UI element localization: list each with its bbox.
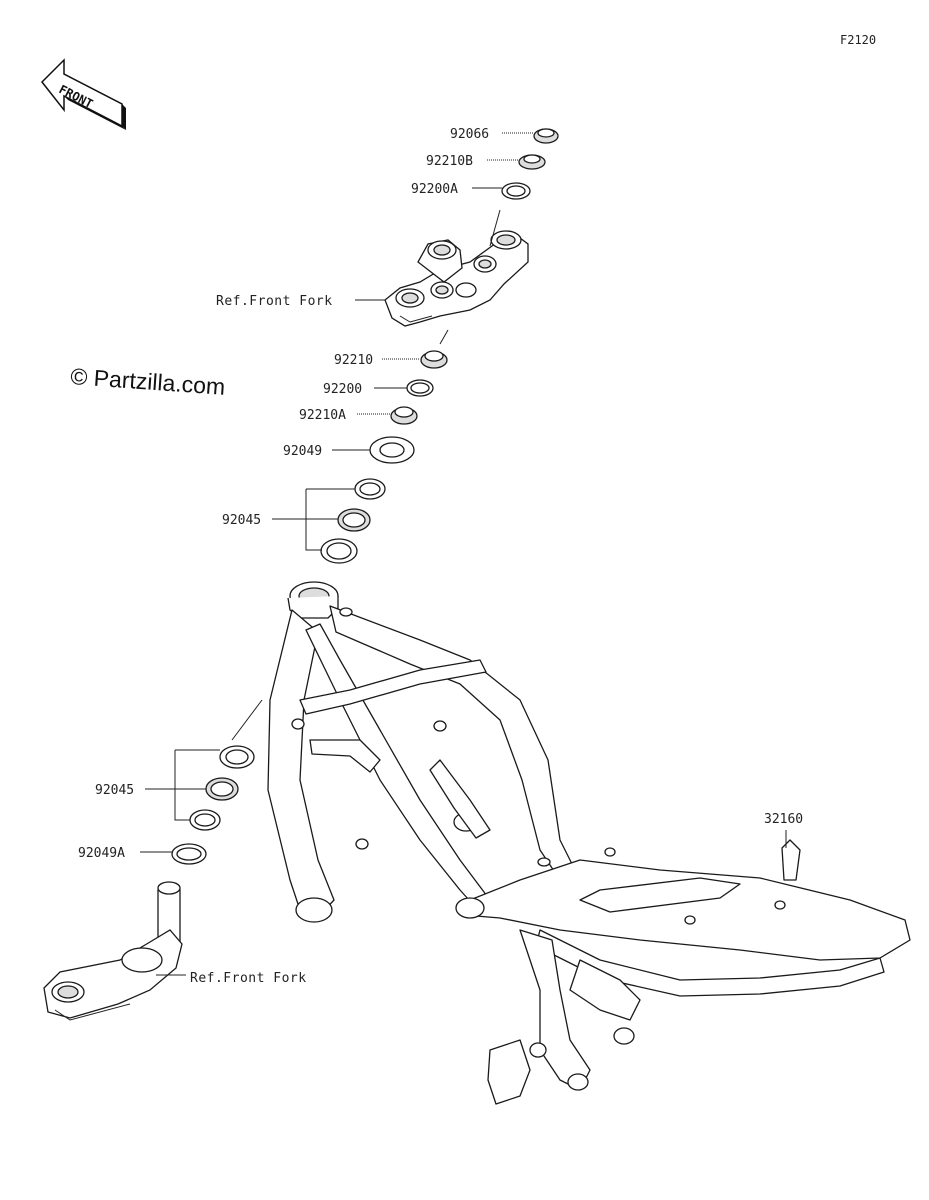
callout-92210A: 92210A <box>299 408 346 423</box>
nut-92066 <box>533 128 559 144</box>
leader-lines <box>140 132 787 976</box>
front-direction-arrow-icon: FRONT <box>40 58 126 130</box>
upper-triple-clamp <box>384 230 529 327</box>
main-frame <box>267 581 911 1105</box>
seal-92049 <box>369 436 415 464</box>
callout-92045-upper: 92045 <box>222 513 261 528</box>
callout-32160: 32160 <box>764 812 803 827</box>
callout-92045-lower: 92045 <box>95 783 134 798</box>
figure-id: F2120 <box>840 33 876 47</box>
callout-92200: 92200 <box>323 382 362 397</box>
callout-92210B: 92210B <box>426 154 473 169</box>
lower-triple-clamp <box>43 881 183 1021</box>
bearing-92045-upper <box>320 478 386 564</box>
nut-92210 <box>420 350 448 369</box>
callout-92049A: 92049A <box>78 846 125 861</box>
nut-92210A <box>390 406 418 425</box>
callout-92200A: 92200A <box>411 182 458 197</box>
callout-ref-front-fork-lower: Ref.Front Fork <box>190 971 307 986</box>
callout-92049: 92049 <box>283 444 322 459</box>
seal-92049A <box>171 843 207 865</box>
watermark: © Partzilla.com <box>70 363 226 400</box>
callout-92210: 92210 <box>334 353 373 368</box>
washer-92200A <box>501 182 531 200</box>
bearing-92045-lower <box>189 745 255 831</box>
callout-92066: 92066 <box>450 127 489 142</box>
nut-92210B <box>518 154 546 170</box>
washer-92200 <box>406 379 434 397</box>
callout-ref-front-fork-upper: Ref.Front Fork <box>216 294 333 309</box>
